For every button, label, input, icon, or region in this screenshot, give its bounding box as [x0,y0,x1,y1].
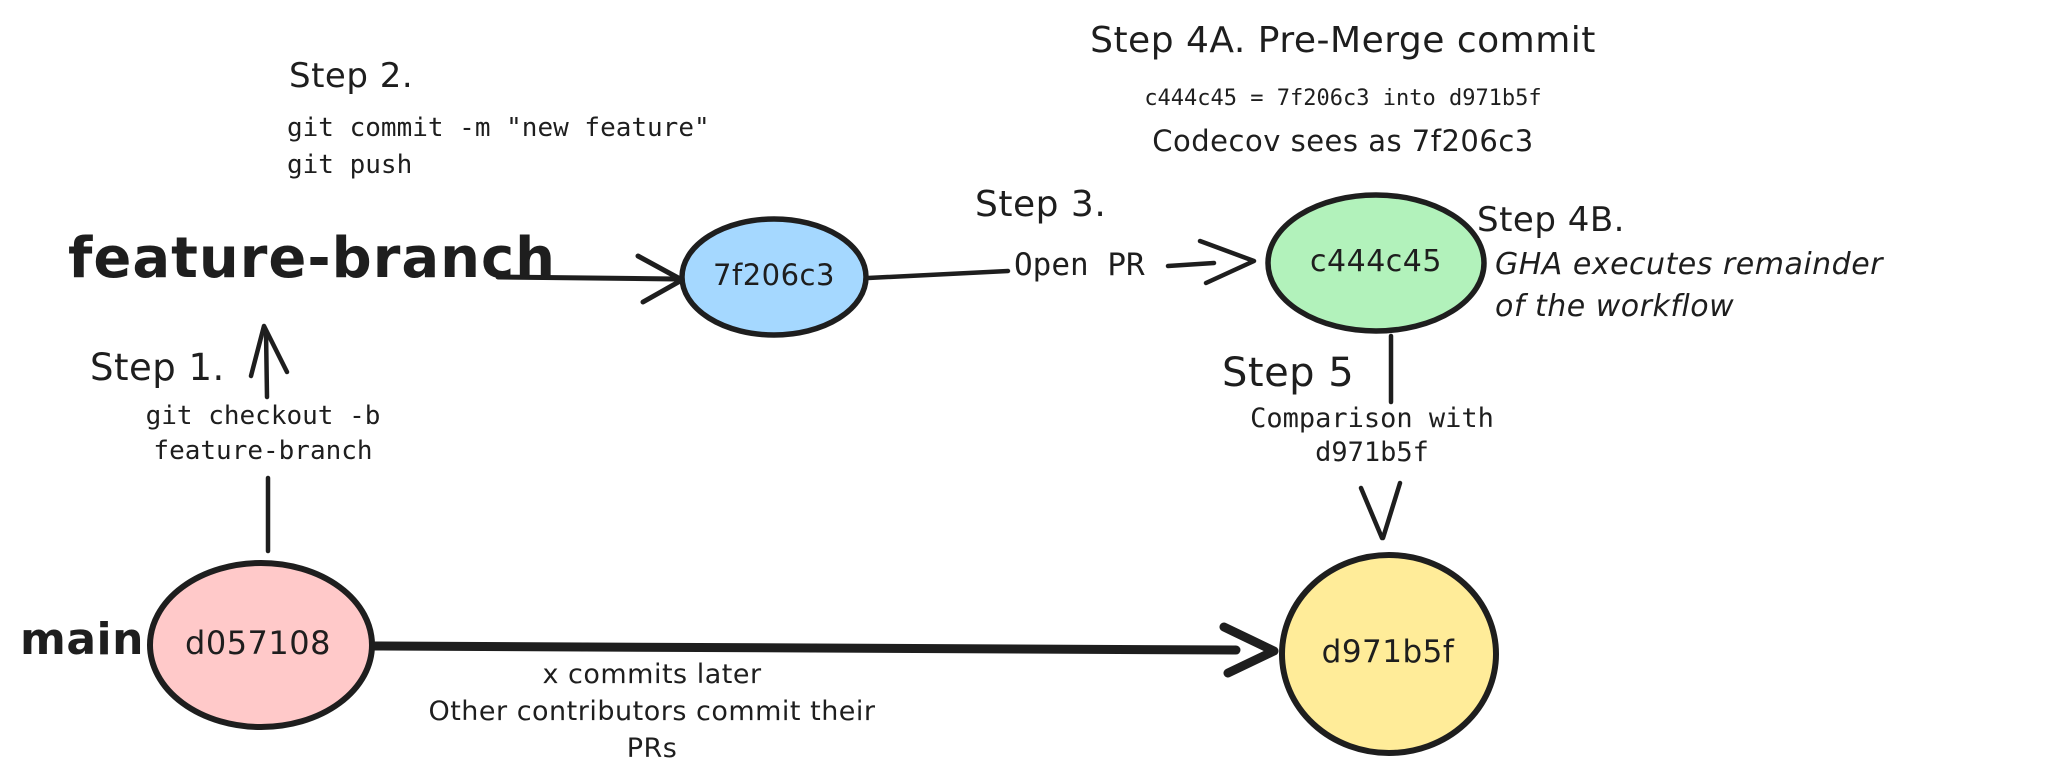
step4b-title: Step 4B. [1477,200,1625,240]
node-main-head-label: d971b5f [1321,634,1455,670]
arrow-d057108-to-feature-branch [248,323,290,554]
open-pr-label: Open PR [1014,247,1145,283]
node-main-head-shape [1282,555,1496,753]
main-branch-label: main [20,614,144,665]
node-main-head-outline [1279,552,1499,756]
main-timeline-note: x commits later Other contributors commi… [428,659,876,764]
node-merge-commit-outline [1265,192,1487,334]
node-main-old-label: d057108 [185,624,331,662]
arrow-open-pr-7f206c3-to-c444c45 [865,238,1257,286]
node-merge-commit-shape [1268,195,1484,331]
step4a-detail: c444c45 = 7f206c3 into d971b5f [1144,86,1542,111]
step3-title: Step 3. [975,184,1107,225]
step2-code: git commit -m "new feature" git push [287,113,710,180]
step1-code: git checkout -b feature-branch [145,401,381,466]
node-merge-commit-label: c444c45 [1310,244,1442,279]
arrow-c444c45-to-d971b5f [1358,333,1403,541]
feature-branch-label: feature-branch [68,226,557,291]
step5-title: Step 5 [1222,350,1355,396]
node-feature-commit-label: 7f206c3 [713,258,835,292]
arrow-main-d057108-to-d971b5f [369,622,1279,678]
step5-detail: Comparison with d971b5f [1250,403,1494,468]
step4b-note: GHA executes remainder of the workflow [1495,247,1884,324]
step4a-note: Codecov sees as 7f206c3 [1152,124,1534,158]
arrow-feature-branch-to-7f206c3 [495,253,685,305]
node-feature-commit-shape [682,219,866,335]
node-main-old-shape [150,563,372,727]
step4a-title: Step 4A. Pre-Merge commit [1090,20,1596,61]
step1-title: Step 1. [90,346,225,389]
step2-title: Step 2. [289,56,414,96]
